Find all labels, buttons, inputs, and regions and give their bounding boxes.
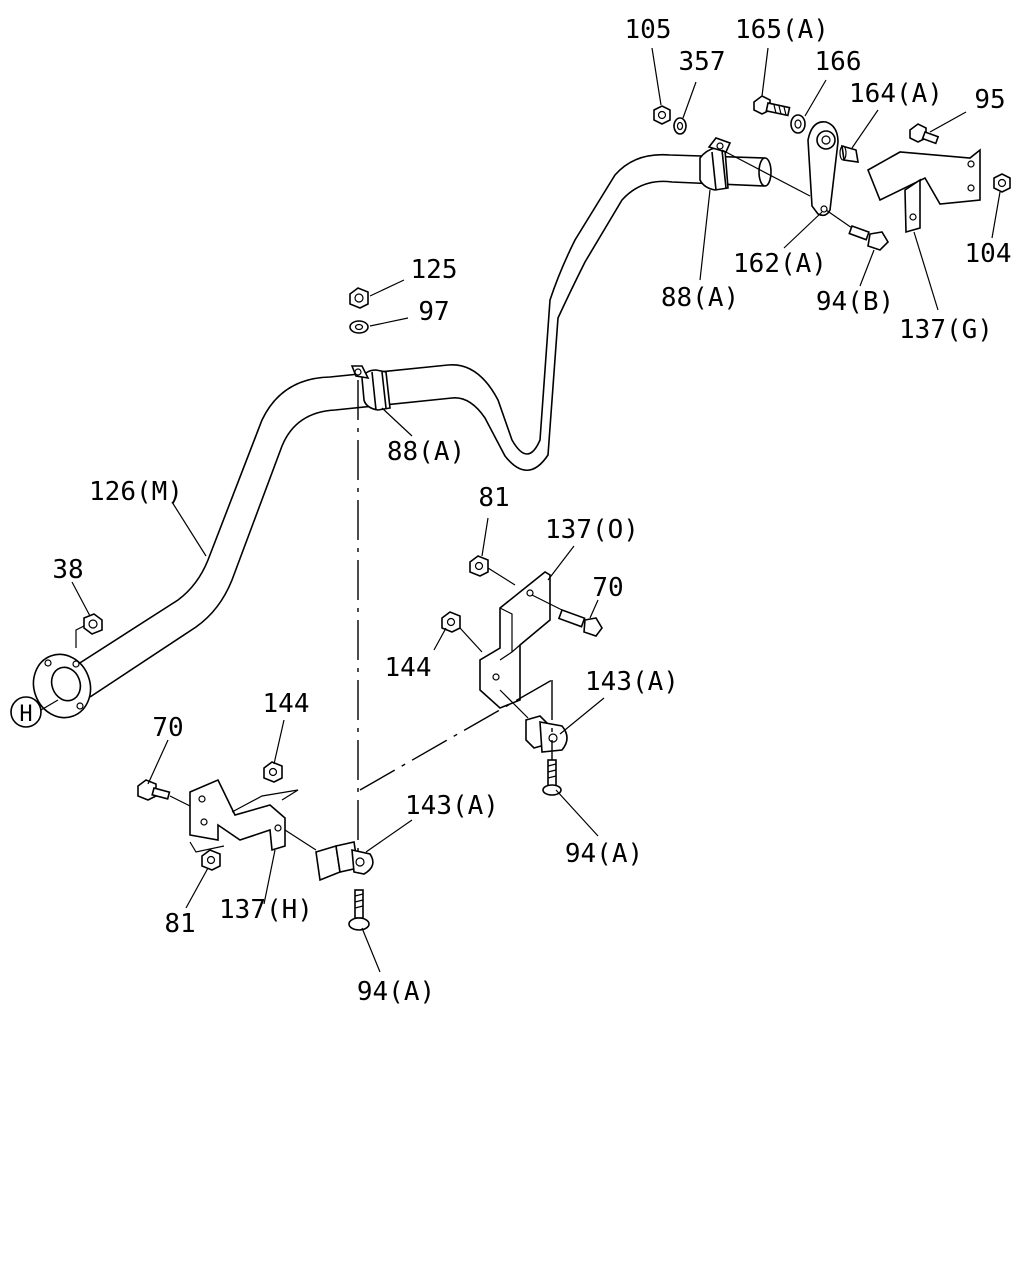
bolt-70-top xyxy=(531,594,603,637)
rubber-mount-143a-left xyxy=(284,829,374,882)
marker-h-label: H xyxy=(19,702,32,727)
bolt-70-left xyxy=(137,779,191,807)
callout-143a-left: 143(A) xyxy=(405,791,499,821)
callout-357: 357 xyxy=(679,47,726,77)
callout-94a-right: 94(A) xyxy=(565,839,643,869)
top-assembly-lines xyxy=(721,149,853,229)
bracket-137o xyxy=(479,571,551,709)
bracket-137h xyxy=(189,778,299,853)
nut-104 xyxy=(993,173,1011,193)
callout-166: 166 xyxy=(815,47,862,77)
callout-126m: 126(M) xyxy=(89,477,183,507)
exhaust-pipe-126m xyxy=(71,153,772,698)
callout-94a-bottom: 94(A) xyxy=(357,977,435,1007)
rubber-mount-143a-right xyxy=(499,689,568,753)
rubber-hanger-162a xyxy=(807,121,839,217)
callout-164a: 164(A) xyxy=(849,79,943,109)
marker-h-circle: H xyxy=(10,696,59,728)
callout-144-left: 144 xyxy=(263,689,310,719)
callout-81-top: 81 xyxy=(478,483,509,513)
leader-lines xyxy=(71,47,1001,973)
bolt-94a-bottom xyxy=(348,889,370,931)
washer-97 xyxy=(349,320,369,334)
callout-38: 38 xyxy=(52,555,83,585)
callout-137g: 137(G) xyxy=(899,315,993,345)
nut-81-left xyxy=(201,849,221,871)
callout-144-mid: 144 xyxy=(385,653,432,683)
callout-88a-mid: 88(A) xyxy=(387,437,465,467)
nut-38 xyxy=(75,613,103,648)
callout-162a: 162(A) xyxy=(733,249,827,279)
callout-70-left: 70 xyxy=(152,713,183,743)
bracket-137g xyxy=(866,148,981,234)
nut-81-top xyxy=(469,555,516,586)
nut-105 xyxy=(653,105,671,125)
washer-166 xyxy=(790,114,806,134)
callout-70-top: 70 xyxy=(592,573,623,603)
callout-88a-top: 88(A) xyxy=(661,283,739,313)
callout-81-left: 81 xyxy=(164,909,195,939)
callout-94b: 94(B) xyxy=(816,287,894,317)
pipe-flange xyxy=(32,653,92,719)
clamp-88a-mid xyxy=(350,365,391,411)
bolt-94a-right xyxy=(542,759,562,796)
callout-137o: 137(O) xyxy=(545,515,639,545)
callout-97: 97 xyxy=(418,297,449,327)
callout-143a-right: 143(A) xyxy=(585,667,679,697)
callout-104: 104 xyxy=(965,239,1012,269)
bolt-165a xyxy=(753,95,791,117)
callout-165a: 165(A) xyxy=(735,15,829,45)
callout-95: 95 xyxy=(974,85,1005,115)
bolt-95 xyxy=(909,123,940,145)
callout-125: 125 xyxy=(411,255,458,285)
washer-357 xyxy=(673,117,687,135)
bolt-94b xyxy=(848,224,890,251)
callout-137h: 137(H) xyxy=(219,895,313,925)
nut-144-left xyxy=(263,761,283,783)
nut-125 xyxy=(349,287,369,309)
nut-144-mid xyxy=(441,611,483,653)
diagonal-center-line xyxy=(359,679,553,791)
callout-105: 105 xyxy=(625,15,672,45)
clamp-88a-top xyxy=(699,137,732,191)
collar-164a xyxy=(839,144,859,163)
